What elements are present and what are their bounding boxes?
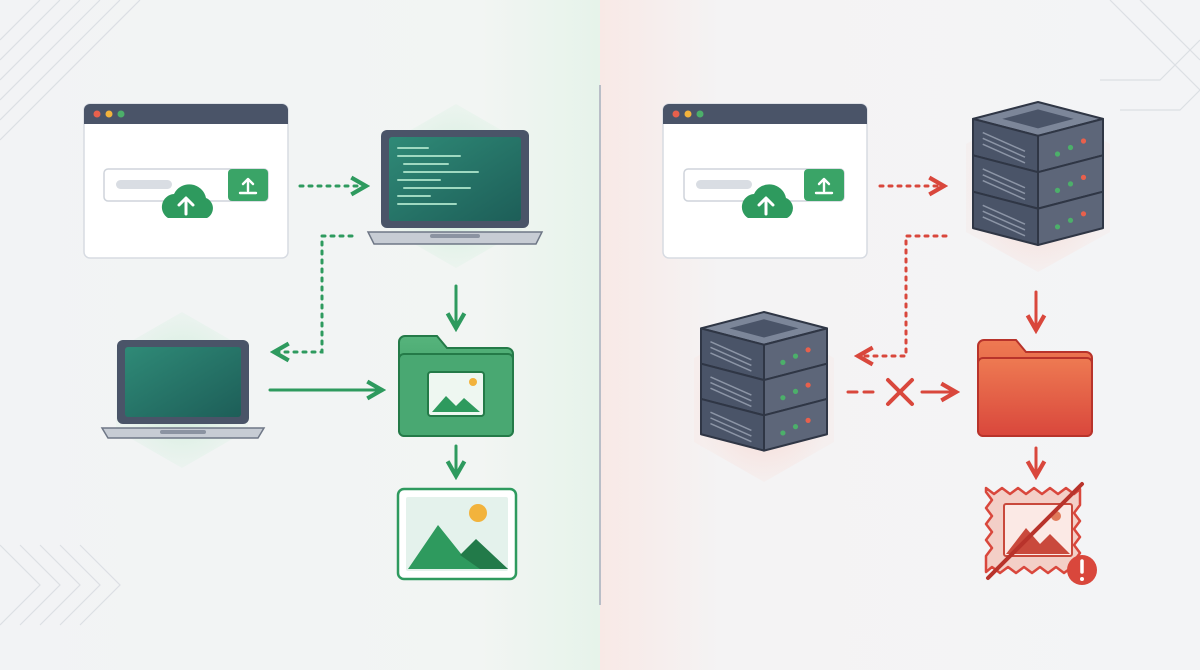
server-vent (982, 137, 1026, 158)
decorative-lines-top-left (0, 0, 141, 141)
server-status-light (1054, 151, 1061, 157)
x-mark-icon (886, 378, 914, 406)
server-status-light (1067, 217, 1074, 223)
server-vent (982, 204, 1026, 225)
decorative-lines-top-right (1100, 0, 1200, 111)
right-panel-background (600, 0, 1200, 670)
server-status-light (1067, 144, 1074, 151)
window-maximize-dot (696, 110, 704, 118)
server-status-light (780, 395, 786, 401)
server-status-light (805, 417, 811, 423)
server-status-light (1067, 181, 1074, 187)
image-icon (396, 487, 518, 581)
server-status-light (805, 347, 811, 353)
server-vent (710, 381, 752, 402)
server-vent (710, 417, 752, 437)
error-icon (1067, 555, 1097, 585)
server-vent (710, 422, 752, 443)
window-minimize-dot (684, 110, 692, 118)
server-vent (982, 168, 1026, 189)
left-client-laptop (100, 312, 266, 468)
server-status-light (1080, 138, 1087, 144)
right-top-server (966, 101, 1110, 272)
server-vent (982, 210, 1026, 231)
window-minimize-dot (105, 110, 113, 118)
server-status-light (1080, 174, 1087, 180)
server-vent (982, 216, 1026, 237)
laptop-icon (100, 340, 266, 439)
server-stack-icon (972, 101, 1104, 246)
server-vent (710, 411, 752, 432)
server-status-light (792, 353, 799, 359)
server-status-light (780, 430, 786, 436)
window-close-dot (93, 110, 101, 118)
arrow-laptop-to-client (274, 234, 354, 352)
window-maximize-dot (117, 110, 125, 118)
server-stack-icon (700, 311, 828, 452)
server-vent (710, 376, 752, 396)
server-vent (710, 387, 752, 408)
server-vent (982, 179, 1026, 201)
arrow-server-to-server (858, 234, 948, 356)
server-vent (710, 352, 752, 372)
left-browser-window (83, 103, 289, 259)
server-status-light (1080, 211, 1087, 217)
folder-icon (977, 339, 1093, 437)
laptop-icon (366, 130, 544, 245)
server-vent (982, 131, 1026, 153)
decorative-chevrons-bottom-left (0, 544, 121, 626)
server-status-light (805, 382, 811, 388)
server-vent (710, 346, 752, 367)
server-status-light (1054, 187, 1061, 193)
server-top-panel (1002, 109, 1074, 129)
server-vent (982, 143, 1026, 164)
server-vent (982, 174, 1026, 195)
right-browser-window (662, 103, 868, 259)
server-status-light (1054, 224, 1061, 230)
server-status-light (792, 424, 799, 430)
blocked-transfer-arrow (846, 378, 956, 406)
server-status-light (780, 359, 786, 365)
cloud-upload-icon (741, 184, 793, 218)
left-top-laptop (366, 104, 544, 268)
folder-icon (398, 335, 514, 437)
broken-image-icon (984, 482, 1084, 580)
right-left-server (694, 311, 834, 482)
server-vent (710, 340, 752, 361)
server-status-light (792, 388, 799, 394)
server-top-panel (729, 319, 799, 338)
cloud-upload-icon (161, 184, 213, 218)
window-close-dot (672, 110, 680, 118)
image-icon (427, 371, 485, 417)
